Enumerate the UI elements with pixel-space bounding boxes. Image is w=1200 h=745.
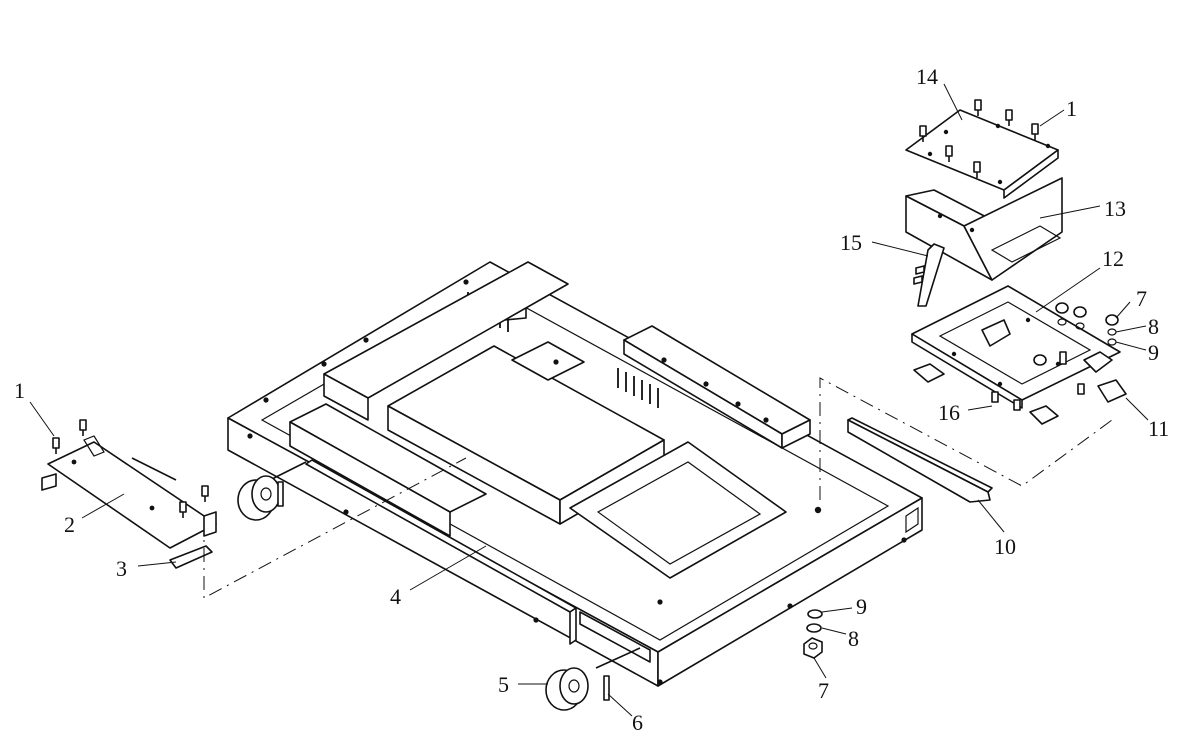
callout-3: 3 [116,556,127,581]
callout-12: 12 [1102,246,1124,271]
callout-4: 4 [390,584,401,609]
callout-labels: 1 2 3 4 5 6 7 8 9 10 11 12 13 14 1 15 16… [14,64,1169,735]
callout-11: 11 [1148,416,1169,441]
support-leg [913,243,945,307]
mount-frame [911,285,1121,409]
callout-1-left: 1 [14,378,25,403]
assembly-lines [203,377,1113,599]
callout-8-right: 8 [1148,314,1159,339]
callout-6: 6 [632,710,643,735]
callout-7-bottom: 7 [818,678,829,703]
bottom-hardware [803,609,823,659]
mount-fasteners [991,302,1119,411]
left-cover-plate [41,435,217,549]
wheel-front [545,647,641,711]
callout-15: 15 [840,230,862,255]
leader-lines [29,83,1149,717]
top-cover-plate [905,109,1059,199]
left-bracket [169,545,213,569]
vent-slots-right [617,368,659,408]
main-frame [227,261,923,687]
callout-13: 13 [1104,196,1126,221]
callout-16: 16 [938,400,960,425]
callout-5: 5 [498,672,509,697]
callout-9-right: 9 [1148,340,1159,365]
top-cover-screws [919,99,1039,178]
side-bar [847,417,993,503]
mount-feet [913,363,1127,425]
callout-8-bottom: 8 [848,626,859,651]
callout-9-bottom: 9 [856,594,867,619]
left-screws [52,419,209,518]
callout-10: 10 [994,534,1016,559]
battery-box [905,177,1063,281]
callout-7-right: 7 [1136,286,1147,311]
callout-2: 2 [64,512,75,537]
wheel-rear [237,461,307,521]
callout-14: 14 [916,64,938,89]
callout-1-right: 1 [1066,96,1077,121]
